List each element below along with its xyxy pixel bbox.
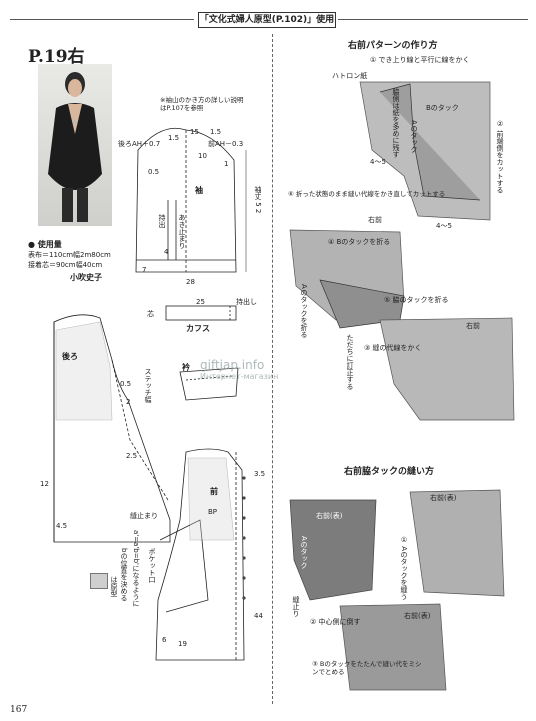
front-buttons	[242, 476, 246, 600]
header-rule-right	[338, 19, 528, 20]
materials-fabric: 表布＝110cm幅2m80cm	[28, 251, 111, 259]
label-sleeve-opening: あき止まり	[178, 214, 186, 249]
label-pocket: ポケット口	[148, 548, 156, 583]
rt-step-2: ② 前端側をカットする	[496, 120, 504, 194]
rt-step-3: ③ 縫の代線をかく	[364, 344, 422, 352]
model-photo	[38, 64, 112, 226]
label-front: 前	[210, 487, 218, 496]
rt-step-4: ④ Bのタックを折る	[328, 238, 391, 246]
dim-44b: 44	[254, 612, 263, 620]
rt-sew-note: ただちに訂正する	[346, 334, 354, 390]
dim-25: 25	[196, 298, 205, 306]
rt-fold-a: Aのタックを折る	[300, 284, 308, 338]
legend-label: は原型	[110, 576, 118, 597]
rb-tuck-a: Aのタック	[300, 536, 308, 569]
materials-heading: ● 使用量	[28, 240, 62, 249]
dim-2-5: 2	[126, 398, 131, 406]
dim-28: 28	[186, 278, 195, 286]
label-collar: 衿	[182, 363, 190, 372]
page-label: P.19右	[28, 47, 85, 67]
dim-1-5: 1.5	[168, 134, 180, 142]
label-back: 後ろ	[62, 352, 78, 361]
label-front-ah: 前AH－0.3	[208, 140, 244, 148]
column-divider	[272, 34, 273, 704]
back-block-overlay	[55, 321, 113, 421]
dim-12: 4.5	[56, 522, 68, 530]
dim-44: 12	[40, 480, 49, 488]
right-top-title: 右前パターンの作り方	[348, 41, 438, 51]
dim-7: 7	[142, 266, 147, 274]
rb-stop: 縫止り	[292, 596, 300, 617]
model-photo-figure	[48, 72, 102, 222]
rt-right-front-2: 右前	[466, 322, 480, 330]
rt-tuck-b: Bのタック	[426, 104, 459, 112]
rt-step-1: ① でき上り線と平行に線をかく	[370, 56, 470, 64]
dim-1-5b: 1.5	[210, 128, 222, 136]
label-bp: BP	[208, 508, 218, 516]
rt-dim-2: 4〜5	[436, 222, 452, 230]
materials-interfacing: 接着芯＝90cm幅40cm	[28, 261, 103, 269]
rt-step-6: ⑥ 折った状態のまま縫い代線をかき直してカットする	[288, 190, 446, 198]
label-sleeve-length: 袖丈 5 2	[254, 186, 262, 214]
dim-1: 1	[224, 160, 229, 168]
page-number: 167	[10, 705, 28, 715]
back-pattern	[53, 314, 171, 543]
label-front-stop: 縫止まり	[130, 512, 158, 520]
dim-4: 4	[164, 248, 169, 256]
rt-paper-note: 脇側は紙を多めに残す	[392, 88, 400, 158]
header-title: 「文化式婦人原型(P.102)」使用	[198, 12, 336, 28]
label-core: 芯	[147, 310, 154, 318]
label-stitch-width: ステッチ幅	[144, 368, 152, 403]
dim-6: 6	[162, 636, 167, 644]
right-bottom-diagrams	[289, 489, 505, 691]
rb-right-front-3: 右前(表)	[404, 612, 431, 620]
designer-name: 小吹史子	[70, 273, 102, 282]
right-bottom-title: 右前脇タックの縫い方	[344, 467, 435, 477]
label-back-ah: 後ろAH＋0.7	[118, 140, 161, 148]
page-header: 「文化式婦人原型(P.102)」使用	[0, 0, 536, 30]
watermark: giftjap.info	[200, 358, 265, 372]
rb-step-1: ① Aのタックを縫う	[400, 536, 408, 601]
dim-0-5: 0.5	[148, 168, 160, 176]
dim-3-5: 3.5	[254, 470, 266, 478]
label-sleeve: 袖	[195, 186, 203, 195]
rt-tuck-a: Aのタック	[410, 120, 418, 153]
watermark-subtitle: Интернет-магазин	[200, 372, 279, 381]
dim-19: 19	[178, 640, 187, 648]
dim-2: 0.5	[120, 380, 132, 388]
header-rule-left	[10, 19, 194, 20]
label-cuff: カフス	[186, 324, 210, 333]
rb-right-front-2: 右前(表)	[430, 494, 457, 502]
cuff-pattern	[165, 305, 237, 321]
dim-15: 15	[190, 128, 199, 136]
front-pattern	[155, 448, 245, 661]
label-b-position: bの位置を決める	[120, 548, 128, 602]
sleeve-reference-note: ※袖山のかき方の詳しい説明はP.107を参照	[160, 96, 244, 112]
rb-right-front-1: 右前(表)	[316, 512, 343, 520]
rb-step-2: ② 中心側に倒す	[310, 618, 361, 626]
collar-pattern	[179, 367, 239, 401]
rt-dim-1: 4〜5	[370, 158, 386, 166]
rb-step-3: ③ Bのタックをたたんで縫い代をミシンでとめる	[312, 660, 422, 676]
front-block-overlay	[187, 457, 235, 541]
dim-10: 10	[198, 152, 207, 160]
dim-30: 2.5	[126, 452, 138, 460]
sleeve-pattern	[135, 127, 247, 273]
right-top-diagrams	[289, 81, 515, 421]
rt-paper: ハトロン紙	[332, 72, 368, 80]
label-ab-note: a'=a'b=b'になるように	[132, 530, 140, 607]
rt-right-front-1: 右前	[368, 216, 382, 224]
label-sleeve-placket: 持出	[158, 214, 166, 228]
label-cuff-extension: 持出し	[236, 298, 257, 306]
legend-swatch	[90, 573, 108, 589]
rt-step-5: ⑤ 脇のタックを折る	[384, 296, 449, 304]
